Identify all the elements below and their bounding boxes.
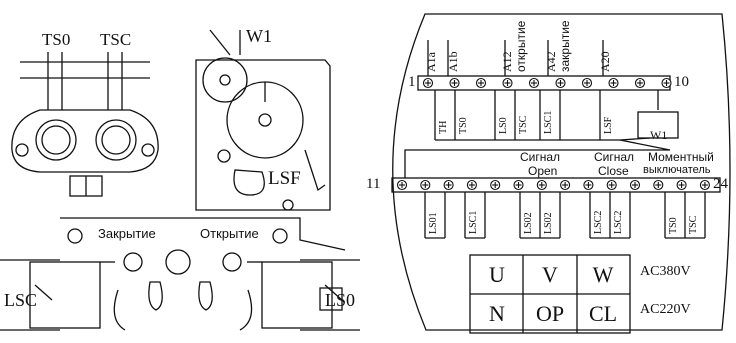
table-cell-op: OP	[535, 301, 565, 326]
lsc-label: LSC	[4, 290, 38, 310]
terminal-a1b: A1b	[446, 51, 460, 72]
lsf-w1-assembly	[195, 29, 331, 211]
terminal-10-label: 10	[674, 74, 689, 90]
signal-open-line1: Сигнал	[520, 150, 561, 164]
table-cell-u: U	[489, 262, 505, 287]
table-cell-n: N	[489, 301, 505, 326]
table-cell-v: V	[542, 262, 558, 287]
close-word: закрытие	[558, 20, 572, 72]
switch-tsc-lower: TSC	[688, 215, 699, 234]
terminal-24-label: 24	[713, 176, 728, 192]
open-direction-label: Открытие	[200, 226, 259, 241]
open-word: открытие	[514, 20, 528, 72]
switch-lsc2-a: LSC2	[593, 210, 604, 234]
switch-lsf-upper: LSF	[603, 116, 614, 134]
signal-close-line2: Close	[598, 164, 629, 178]
switch-ts0-lower: TS0	[668, 217, 679, 234]
w1-label-right: W1	[650, 128, 668, 142]
torque-switch-line1: Моментный	[648, 150, 714, 164]
switch-ts0-upper: TS0	[458, 117, 469, 134]
ls0-label: LS0	[325, 290, 356, 310]
lsf-label: LSF	[268, 168, 301, 189]
limit-switch-assembly	[0, 217, 360, 331]
switch-tsc-upper: TSC	[518, 115, 529, 134]
switch-ls01-lower: LS01	[428, 212, 439, 234]
terminal-a42: A42	[544, 51, 558, 72]
switch-lsc1-upper: LSC1	[543, 110, 554, 134]
voltage-380: AC380V	[640, 264, 691, 279]
switch-ls02-b: LS02	[543, 212, 554, 234]
terminal-a12: A12	[500, 51, 514, 72]
torque-switch-line2: выключатель	[643, 164, 711, 176]
switch-ls02-a: LS02	[523, 212, 534, 234]
signal-close-line1: Сигнал	[594, 150, 635, 164]
switch-lsc2-b: LSC2	[613, 210, 624, 234]
table-cell-cl: CL	[588, 301, 618, 326]
terminal-board	[391, 13, 731, 334]
switch-th: TH	[438, 120, 449, 134]
terminal-screws	[396, 77, 710, 191]
ts0-label: TS0	[42, 30, 71, 49]
w1-label-left: W1	[246, 26, 272, 46]
voltage-220: AC220V	[640, 302, 691, 317]
switch-ls0-upper: LS0	[498, 117, 509, 134]
table-cell-w: W	[592, 262, 614, 287]
terminal-1-label: 1	[408, 74, 416, 90]
torque-switch-assembly	[11, 52, 159, 197]
signal-open-line2: Open	[528, 164, 558, 178]
close-direction-label: Закрытие	[98, 226, 156, 241]
terminal-11-label: 11	[366, 176, 381, 192]
switch-lsc1-lower: LSC1	[468, 210, 479, 234]
tsc-label: TSC	[100, 30, 132, 49]
terminal-a1a: A1a	[424, 52, 438, 72]
terminal-a20: A20	[598, 51, 612, 72]
